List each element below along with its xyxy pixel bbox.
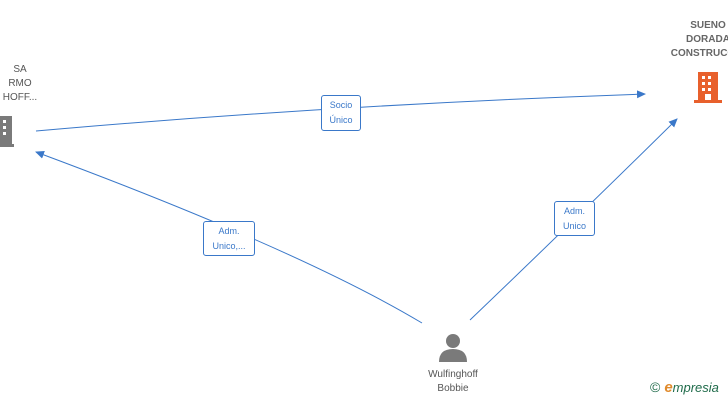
- building-icon: [694, 72, 722, 103]
- right-company-line-2: DORADA: [686, 34, 728, 45]
- brand-logo: ©empresia: [650, 379, 719, 396]
- edge-label-adm-unico-left-line-2: Unico,...: [212, 241, 246, 251]
- person-line-2: Bobbie: [437, 383, 469, 394]
- edge-label-adm-unico-right-line-1: Adm.: [563, 206, 585, 216]
- brand-name: mpresia: [672, 380, 719, 395]
- right-company-label[interactable]: SUENO DORADA CONSTRUCCIO: [640, 19, 728, 61]
- left-company-line-3: HOFF...: [2, 92, 38, 103]
- edge-adm-unico-left: [35, 151, 423, 324]
- edge-label-adm-unico-right-line-2: Unico: [562, 221, 586, 231]
- building-icon: [0, 116, 14, 147]
- edge-label-socio-unico[interactable]: Socio Único: [321, 95, 361, 131]
- edge-label-adm-unico-left[interactable]: Adm. Unico,...: [203, 221, 255, 256]
- person-label[interactable]: Wulfinghoff Bobbie: [410, 368, 496, 396]
- left-company-line-2: RMO: [8, 78, 32, 89]
- person-line-1: Wulfinghoff: [428, 369, 478, 380]
- right-company-line-3: CONSTRUCCIO: [670, 48, 728, 59]
- edge-label-adm-unico-left-line-1: Adm.: [218, 226, 240, 236]
- edge-label-adm-unico-right[interactable]: Adm. Unico: [554, 201, 595, 236]
- edge-label-socio-unico-line-1: Socio: [329, 100, 353, 110]
- right-company-line-1: SUENO: [690, 20, 726, 31]
- left-company-label[interactable]: SA RMO HOFF...: [0, 63, 50, 105]
- copyright-symbol: ©: [650, 379, 661, 395]
- brand-e-letter: e: [664, 379, 673, 396]
- edge-label-socio-unico-line-2: Único: [329, 115, 353, 125]
- person-icon: [439, 334, 467, 362]
- left-company-line-1: SA: [13, 64, 27, 75]
